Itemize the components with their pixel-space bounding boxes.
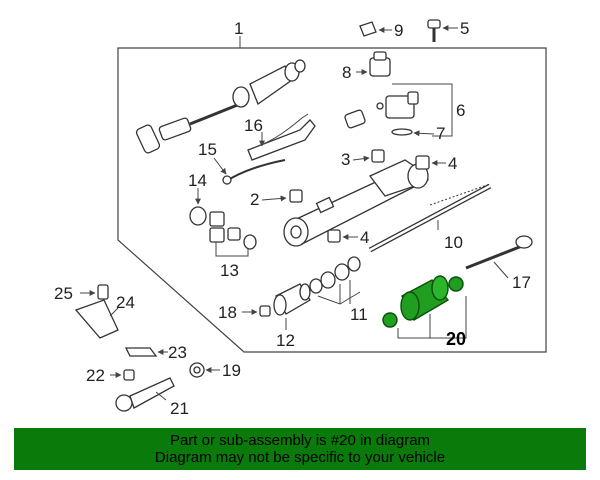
lead-24 — [109, 307, 119, 317]
boot-12 — [273, 283, 311, 316]
callout-3: 3 — [341, 150, 350, 169]
callout-12: 12 — [276, 331, 295, 350]
part-9-clip — [359, 21, 377, 37]
lead-13 — [215, 242, 249, 257]
part-2 — [289, 189, 303, 203]
callout-20: 20 — [446, 329, 466, 349]
part-4-upper — [415, 155, 430, 170]
callout-13: 13 — [220, 261, 239, 280]
callout-22: 22 — [86, 366, 105, 385]
part-5-bolt — [427, 19, 441, 42]
callout-9: 9 — [394, 21, 403, 40]
lead-21 — [155, 391, 167, 401]
nut-19 — [189, 362, 205, 378]
rack-bar — [368, 183, 492, 253]
callout-14: 14 — [188, 171, 207, 190]
inner-tie-rod — [465, 235, 533, 270]
outer-tie-rod-left — [135, 102, 241, 154]
bracket-23 — [124, 347, 158, 357]
callout-7: 7 — [436, 124, 445, 143]
banner-line-2: Diagram may not be specific to your vehi… — [154, 449, 446, 466]
clamp-18 — [259, 305, 271, 317]
part-3 — [371, 149, 385, 163]
boot-kit-20 — [382, 275, 464, 328]
callout-18: 18 — [218, 303, 237, 322]
banner-line-1: Part or sub-assembly is #20 in diagram — [169, 432, 431, 449]
shield-24 — [74, 299, 119, 339]
steering-boot-top — [232, 59, 306, 108]
bushing-14 — [189, 206, 207, 226]
callout-16: 16 — [244, 116, 263, 135]
lead-20 — [397, 296, 467, 339]
info-banner: Part or sub-assembly is #20 in diagram D… — [14, 428, 586, 470]
lead-6 — [392, 83, 453, 137]
callout-10: 10 — [444, 233, 463, 252]
assembly-frame — [117, 47, 547, 353]
callout-8: 8 — [342, 63, 351, 82]
adjuster-parts-13 — [209, 211, 257, 250]
callout-21: 21 — [170, 399, 189, 418]
rack-housing — [283, 159, 429, 247]
bolt-25 — [97, 284, 109, 300]
callout-2: 2 — [250, 190, 259, 209]
callout-1: 1 — [234, 19, 243, 38]
seal-rings-11 — [309, 256, 361, 294]
callout-19: 19 — [222, 361, 241, 380]
parts-diagram: 1 16 15 2 3 — [54, 19, 547, 418]
callout-5: 5 — [460, 19, 469, 38]
callout-17: 17 — [512, 273, 531, 292]
fluid-pipe — [222, 159, 286, 185]
lead-11 — [317, 280, 361, 305]
lead-17 — [493, 261, 509, 279]
callout-4-lower: 4 — [360, 228, 369, 247]
callout-15: 15 — [198, 140, 217, 159]
callout-24: 24 — [116, 293, 135, 312]
callout-11: 11 — [350, 305, 368, 324]
part-8 — [369, 51, 391, 77]
callout-6: 6 — [456, 101, 465, 120]
part-4-lower — [327, 229, 341, 243]
callout-23: 23 — [168, 343, 187, 362]
tie-rod-end-21 — [115, 377, 175, 412]
control-valve — [344, 91, 419, 136]
nut-22 — [123, 369, 135, 381]
callout-25: 25 — [54, 284, 73, 303]
callout-4-upper: 4 — [448, 154, 457, 173]
